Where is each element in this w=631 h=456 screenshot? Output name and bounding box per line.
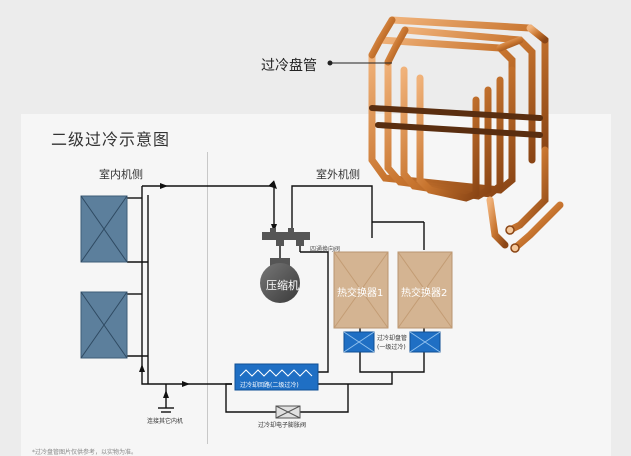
compressor <box>260 258 300 303</box>
four-way-valve-label: 四通换向阀 <box>310 246 341 253</box>
indoor-side-label: 室内机侧 <box>99 168 143 181</box>
refrigerant-pipes <box>127 180 425 413</box>
heat-exchanger-2-label: 热交换器2 <box>401 288 448 299</box>
heat-exchanger-2 <box>397 251 453 329</box>
outdoor-side-label: 室外机侧 <box>316 168 360 181</box>
subcool-circuit-label: 过冷却回路(二级过冷) <box>240 382 299 389</box>
indoor-outdoor-divider <box>207 152 208 444</box>
connect-other-units-label: 连接其它内机 <box>147 418 184 425</box>
subcool-coil-picture <box>368 16 564 253</box>
subcool-coil-right <box>409 331 441 353</box>
indoor-unit-2 <box>80 291 128 359</box>
indoor-unit-1 <box>80 195 128 263</box>
footnote: *过冷盘管图片仅供参考，以实物为准。 <box>32 449 138 456</box>
four-way-valve <box>262 228 310 246</box>
heat-exchanger-1 <box>333 251 389 329</box>
subcool-coil-label: 过冷却盘管 <box>377 335 408 342</box>
coil-pointer-dot <box>327 60 333 66</box>
diagram-title: 二级过冷示意图 <box>51 130 171 149</box>
heat-exchanger-1-label: 热交换器1 <box>337 288 384 299</box>
expansion-valve <box>275 405 301 419</box>
subcool-coil-note: (一级过冷) <box>377 344 406 351</box>
connector-symbol <box>158 407 174 413</box>
subcool-coil-left <box>343 331 375 353</box>
coil-label: 过冷盘管 <box>261 58 317 74</box>
compressor-label: 压缩机 <box>266 279 299 292</box>
subcool-circuit <box>234 363 319 391</box>
expansion-valve-label: 过冷却电子膨胀阀 <box>258 422 307 429</box>
